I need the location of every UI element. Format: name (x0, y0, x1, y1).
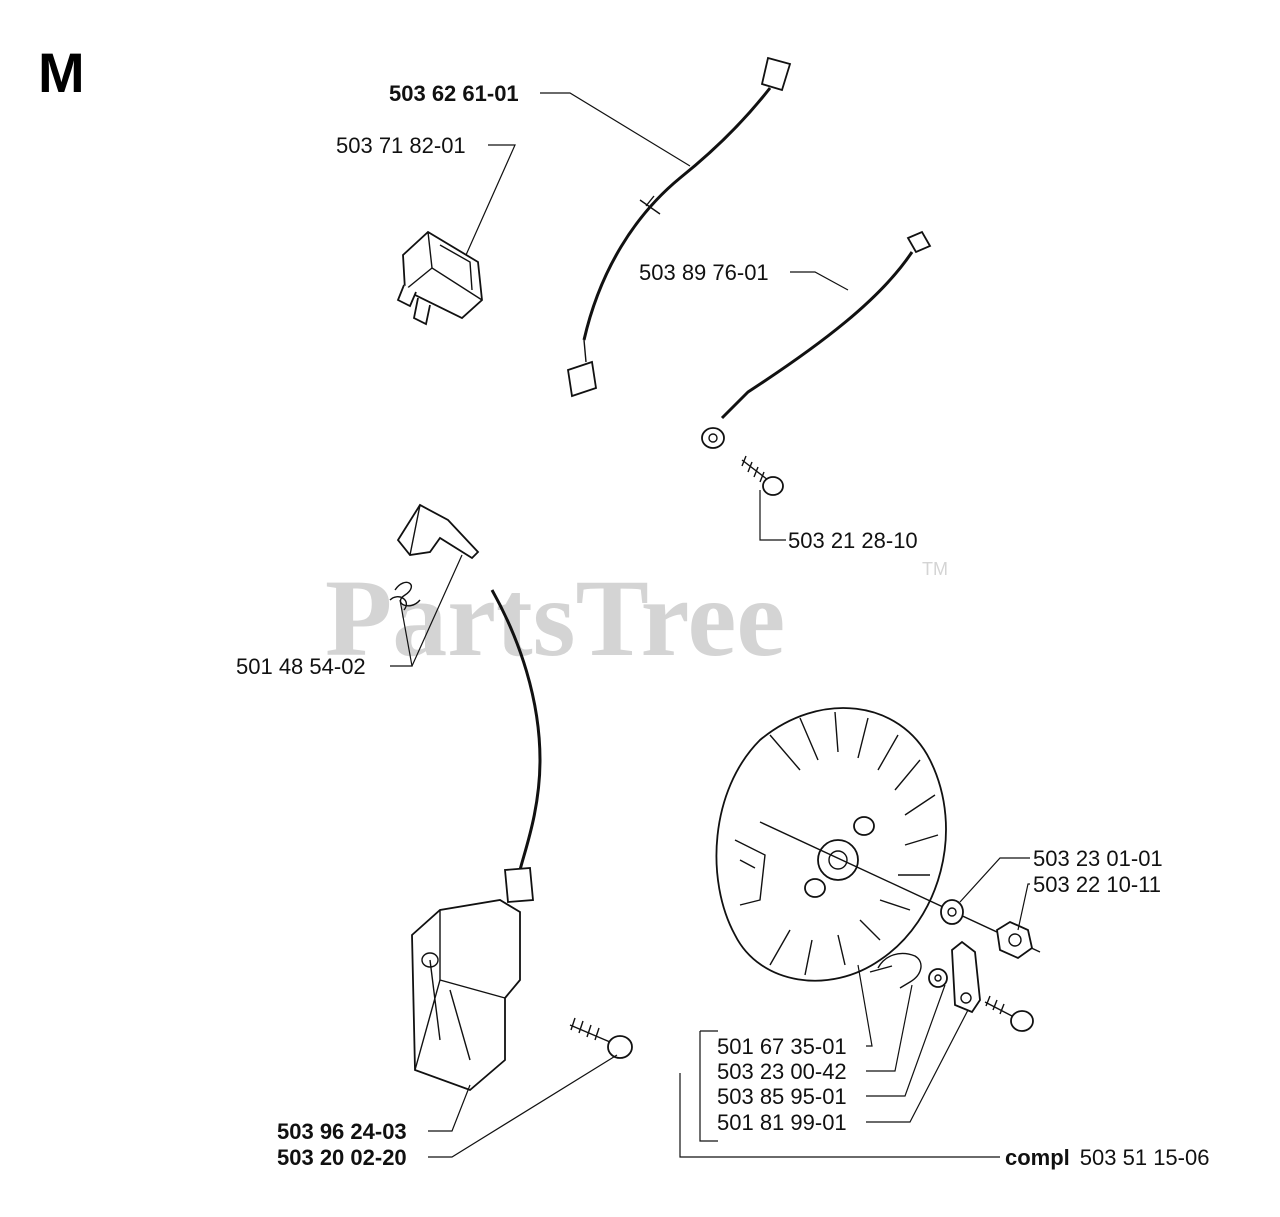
label-501-48-54-02: 501 48 54-02 (236, 654, 366, 679)
label-503-20-02-20: 503 20 02-20 (277, 1145, 407, 1170)
cable-screw-drawing (741, 455, 784, 496)
leader-lines (390, 92, 1030, 1158)
pawl-washer-drawing (928, 968, 948, 988)
stop-switch-drawing (396, 230, 483, 326)
label-501-67-35-01: 501 67 35-01 (717, 1034, 847, 1059)
short-circuit-cable-drawing (566, 56, 792, 398)
spark-plug-cap-drawing (389, 503, 480, 611)
label-503-62-61-01: 503 62 61-01 (389, 81, 519, 106)
assembly-prefix: compl (1005, 1145, 1070, 1170)
watermark-trademark: TM (922, 559, 948, 579)
label-503-22-10-11: 503 22 10-11 (1033, 872, 1161, 897)
watermark-brand: PartsTree (325, 557, 785, 679)
ignition-module-screw-drawing (569, 1017, 633, 1059)
flywheel-washer-drawing (940, 899, 964, 925)
label-503-89-76-01: 503 89 76-01 (639, 260, 769, 285)
label-assembly: compl 503 51 15-06 (1005, 1145, 1209, 1170)
label-501-81-99-01: 501 81 99-01 (717, 1110, 847, 1135)
label-503-96-24-03: 503 96 24-03 (277, 1119, 407, 1144)
label-503-85-95-01: 503 85 95-01 (717, 1084, 847, 1109)
label-503-71-82-01: 503 71 82-01 (336, 133, 466, 158)
pawl-drawing (951, 940, 981, 1014)
part-labels: 503 62 61-01 503 71 82-01 503 89 76-01 5… (236, 81, 1209, 1170)
section-letter: M (38, 41, 85, 104)
flywheel-nut-drawing (996, 920, 1034, 960)
label-503-23-01-01: 503 23 01-01 (1033, 846, 1163, 871)
label-503-21-28-10: 503 21 28-10 (788, 528, 918, 553)
label-503-23-00-42: 503 23 00-42 (717, 1059, 847, 1084)
ground-cable-drawing (701, 230, 932, 449)
flywheel-drawing (715, 707, 1041, 982)
pawl-screw-drawing (984, 995, 1034, 1032)
ignition-module-drawing (411, 589, 542, 1092)
assembly-number: 503 51 15-06 (1080, 1145, 1210, 1170)
pawl-spring-drawing (869, 952, 922, 989)
